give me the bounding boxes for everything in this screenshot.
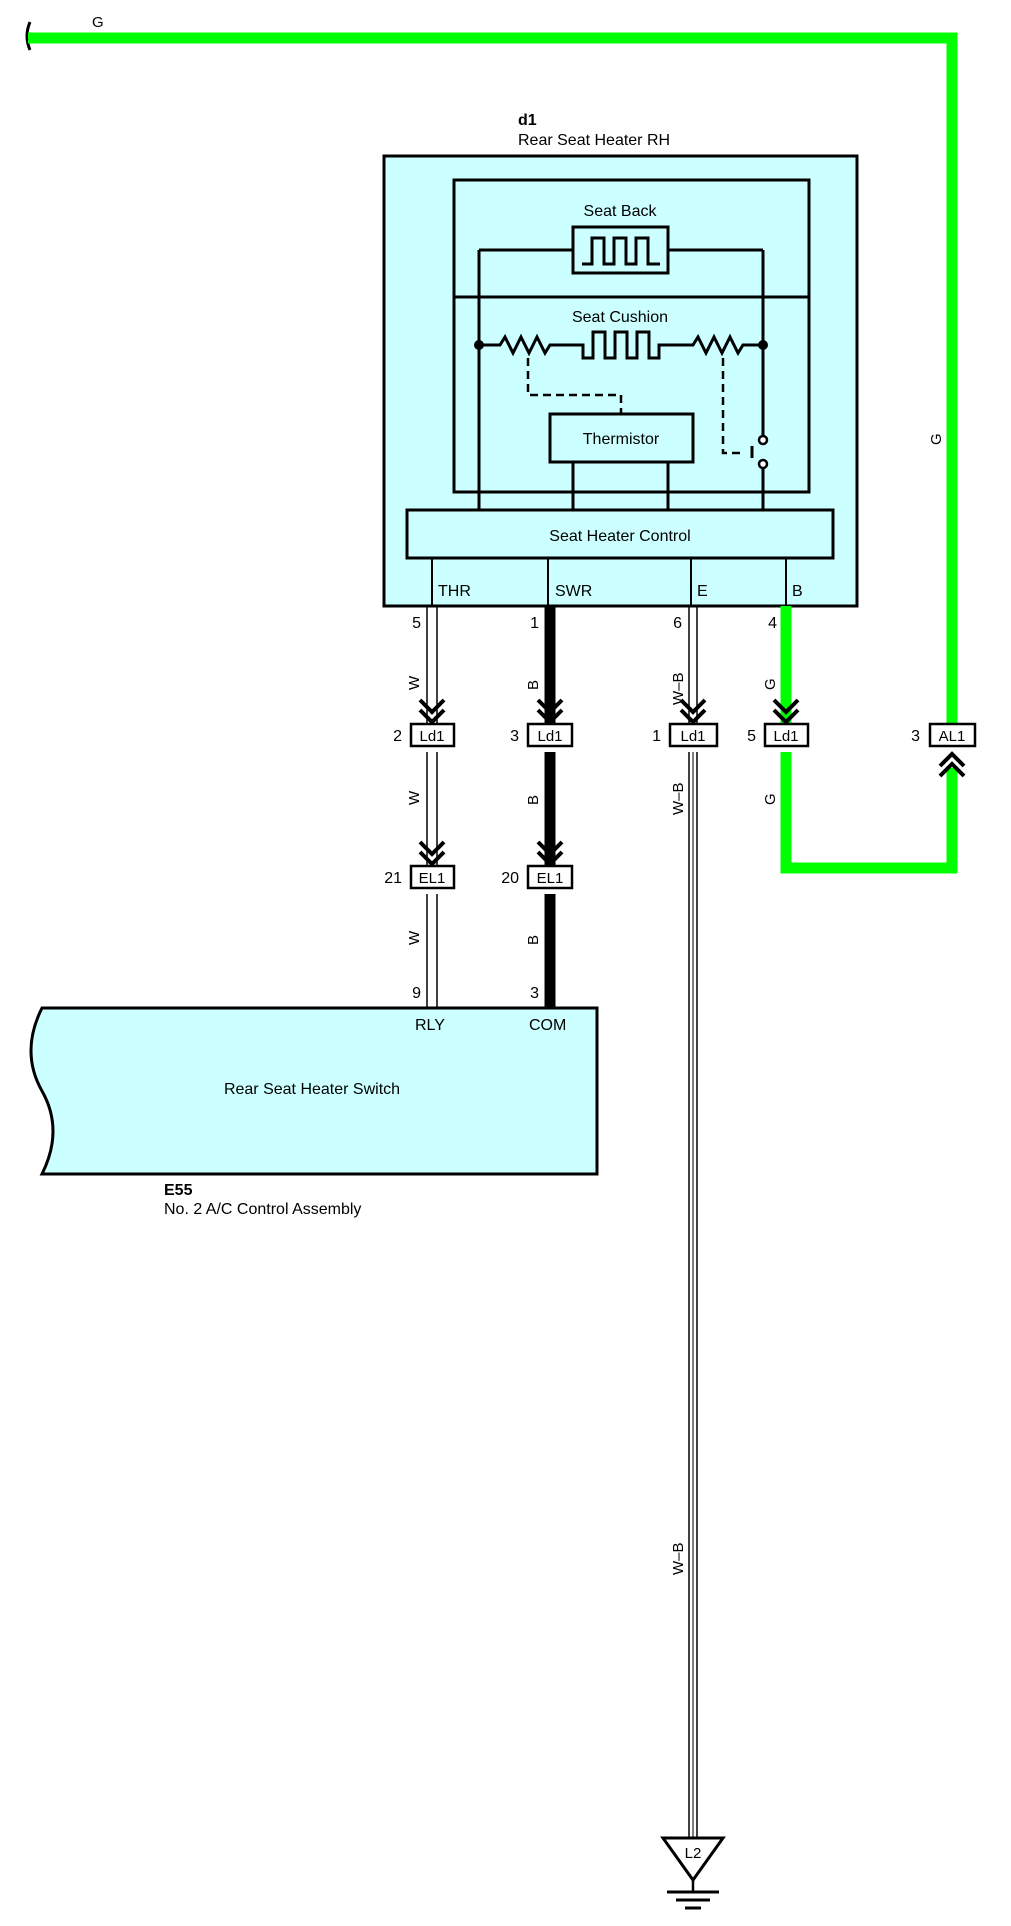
chevron-icon: [418, 840, 446, 867]
seat-cushion-heating-element: [479, 330, 763, 360]
wire-w-b-segment: [688, 606, 698, 1850]
heater-code: d1: [518, 112, 537, 129]
connector-pin: 5: [747, 728, 756, 745]
pin-label-thr: THR: [438, 583, 471, 600]
switch-code: E55: [164, 1182, 193, 1199]
connector-el1-swr: EL1 20: [501, 864, 574, 890]
connector-pin: 1: [652, 728, 661, 745]
connector-name: AL1: [939, 728, 966, 745]
connector-ld1-e: Ld1 1: [652, 722, 719, 748]
wire-break-symbol: [25, 21, 32, 51]
wire-e: W–B W–B W–B: [670, 606, 698, 1850]
wire-color-label: W–B: [670, 672, 687, 705]
connector-ld1-thr: Ld1 2: [393, 722, 456, 748]
seat-heater-control-label: Seat Heater Control: [549, 528, 690, 545]
pin-number-rly: 9: [412, 985, 421, 1002]
chevron-icon: [418, 698, 446, 725]
heater-name: Rear Seat Heater RH: [518, 132, 670, 149]
thermal-switch-coupling-link: [721, 358, 745, 455]
pin-number-e: 6: [673, 615, 682, 632]
seat-cushion-label: Seat Cushion: [572, 309, 668, 326]
connector-name: Ld1: [680, 728, 705, 745]
wire-color-label: W: [406, 675, 423, 690]
thermistor-label: Thermistor: [583, 431, 660, 448]
wire-color-label: G: [762, 678, 779, 690]
pin-number-com: 3: [530, 985, 539, 1002]
rear-seat-heater-rh: d1 Rear Seat Heater RH Seat Back Seat Cu…: [382, 112, 859, 632]
connector-pin: 3: [911, 728, 920, 745]
connector-pin: 20: [501, 870, 519, 887]
ground-label: L2: [685, 1845, 702, 1862]
chevron-icon: [679, 698, 707, 725]
wire-color-label: B: [525, 795, 542, 805]
wire-color-label: W–B: [670, 1542, 687, 1575]
connector-name: Ld1: [773, 728, 798, 745]
pin-label-rly: RLY: [415, 1017, 445, 1034]
top-wire-color-label: G: [92, 14, 104, 31]
chevron-icon: [772, 698, 800, 725]
pin-number-swr: 1: [530, 615, 539, 632]
wire-thr: W W W: [406, 606, 438, 1008]
wire-color-label: W: [406, 930, 423, 945]
wire-swr: B B B: [525, 606, 556, 1008]
pin-label-swr: SWR: [555, 583, 592, 600]
thermal-switch: [750, 345, 769, 510]
thermistor-coupling-link: [526, 358, 623, 414]
connector-pin: 3: [510, 728, 519, 745]
pin-label-b: B: [792, 583, 803, 600]
seat-back-label: Seat Back: [584, 203, 658, 220]
wire-b: G G: [762, 606, 958, 874]
green-wire-loop: [780, 752, 958, 874]
connector-name: EL1: [419, 870, 446, 887]
connector-name: Ld1: [419, 728, 444, 745]
connector-ld1-swr: Ld1 3: [510, 722, 574, 748]
pin-label-com: COM: [529, 1017, 566, 1034]
switch-name: No. 2 A/C Control Assembly: [164, 1201, 361, 1218]
wire-color-label: W–B: [670, 782, 687, 815]
green-wire-top-segment: [28, 32, 958, 730]
connector-name: EL1: [537, 870, 564, 887]
connector-name: Ld1: [537, 728, 562, 745]
switch-label: Rear Seat Heater Switch: [224, 1081, 400, 1098]
ground-l2: L2: [660, 1836, 726, 1910]
wire-w-segment: [426, 606, 438, 1008]
connector-ld1-b: Ld1 5: [747, 722, 810, 748]
seat-heater-control-box: [405, 508, 835, 560]
top-green-wire: G G: [25, 14, 958, 730]
ac-control-assembly: Rear Seat Heater Switch RLY COM 9 3 E55 …: [29, 985, 599, 1218]
wire-color-label: B: [525, 935, 542, 945]
wire-color-label: W: [406, 790, 423, 805]
chevron-icon: [536, 698, 564, 725]
thermistor-box: [548, 412, 695, 464]
chevron-icon: [938, 751, 966, 778]
heater-inner-frame: [452, 178, 811, 494]
right-wire-color-label: G: [928, 433, 945, 445]
pin-label-e: E: [697, 583, 708, 600]
switch-outline: [29, 1006, 599, 1176]
connector-pin: 2: [393, 728, 402, 745]
seat-back-heating-element: [582, 236, 660, 266]
pin-number-b: 4: [768, 615, 777, 632]
chevron-icon: [536, 840, 564, 867]
connector-al1: AL1 3: [911, 722, 977, 748]
connector-pin: 21: [384, 870, 402, 887]
ground-triangle: [660, 1836, 726, 1883]
wire-color-label: G: [762, 793, 779, 805]
wire-color-label: B: [525, 680, 542, 690]
connector-el1-thr: EL1 21: [384, 864, 456, 890]
pin-number-thr: 5: [412, 615, 421, 632]
